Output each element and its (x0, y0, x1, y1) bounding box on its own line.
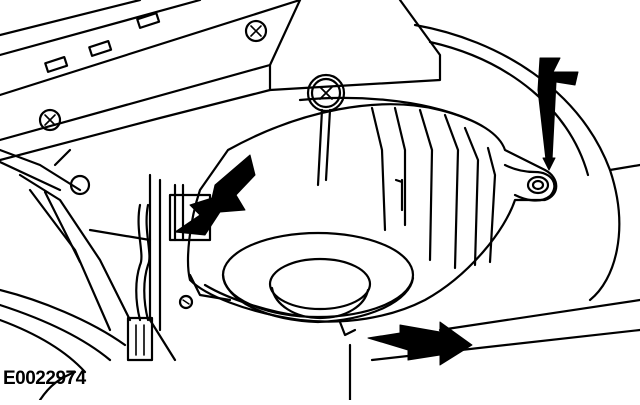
figure-reference-code: E0022974 (3, 368, 86, 389)
wiring-harness (126, 183, 212, 362)
blower-motor-hub (221, 231, 415, 337)
callout-arrow-housing-clip (174, 154, 256, 236)
callout-arrow-housing-bottom (367, 321, 473, 366)
screw (306, 73, 346, 187)
mounting-bracket (0, 0, 442, 196)
mounting-tab (503, 163, 556, 202)
callout-arrow-tab-screw (537, 57, 579, 161)
callout-arrows (174, 57, 579, 366)
side-frame (0, 148, 177, 362)
